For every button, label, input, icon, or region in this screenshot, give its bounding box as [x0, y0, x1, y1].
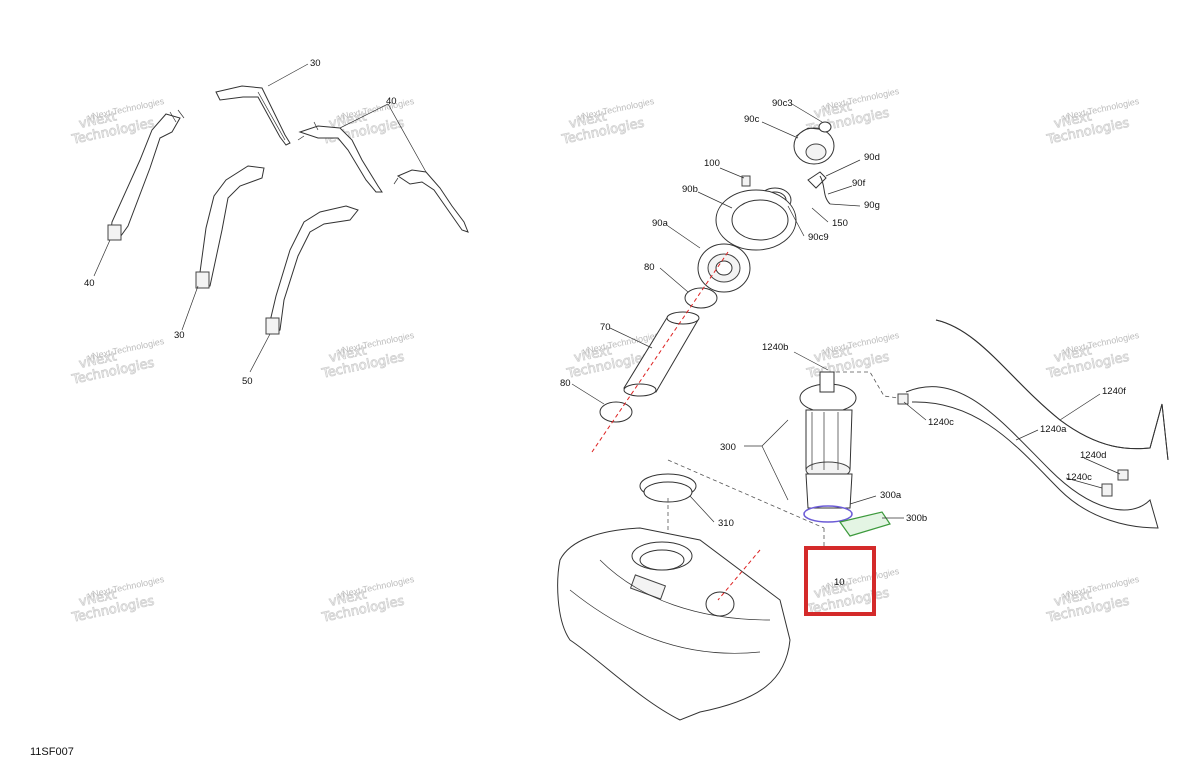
pump-alignment-line [667, 459, 825, 548]
callout-100[interactable]: 100 [704, 158, 720, 169]
diagram-code: 11SF007 [30, 746, 74, 758]
callout-90d[interactable]: 90d [864, 152, 880, 163]
callout-80[interactable]: 80 [644, 262, 655, 273]
svg-text:vNext Technologies: vNext Technologies [337, 330, 416, 356]
callout-300a[interactable]: 300a [880, 490, 902, 501]
callout-40[interactable]: 40 [84, 278, 95, 289]
screw-part-100[interactable] [741, 175, 751, 187]
svg-text:vNext Technologies: vNext Technologies [577, 96, 656, 122]
leader-lines [93, 63, 1121, 523]
callout-50[interactable]: 50 [242, 376, 253, 387]
callout-300b[interactable]: 300b [906, 513, 927, 524]
watermark: vNext Technologies vNext Technologies [804, 566, 900, 618]
highlight-box[interactable] [804, 546, 876, 616]
watermark: vNext Technologies vNext Technologies [319, 330, 416, 382]
strap-part-40-left[interactable] [107, 109, 185, 241]
watermark: vNext Technologies vNext Technologies [69, 574, 166, 626]
callout-1240c[interactable]: 1240c [1066, 472, 1092, 483]
callout-80[interactable]: 80 [560, 378, 571, 389]
clamp-part-80-lower[interactable] [599, 401, 633, 423]
connector-part-1240c-lower[interactable] [1101, 483, 1113, 497]
svg-text:vNext Technologies: vNext Technologies [87, 96, 166, 122]
callout-90a[interactable]: 90a [652, 218, 669, 229]
axis-line-tank [717, 549, 761, 601]
callout-90b[interactable]: 90b [682, 184, 698, 195]
callout-1240b[interactable]: 1240b [762, 342, 788, 353]
connector-part-1240c-upper[interactable] [897, 393, 909, 405]
callout-labels: 30 40 40 30 50 90c3 90c 90d 100 90f 90b … [84, 58, 1126, 588]
strap-part-30-upper[interactable] [215, 85, 291, 146]
sensor-part-300a[interactable] [803, 505, 853, 523]
strap-part-30-lower[interactable] [195, 165, 265, 289]
callout-90c3[interactable]: 90c3 [772, 98, 793, 109]
svg-text:vNext Technologies: vNext Technologies [87, 574, 166, 600]
strap-part-40-right[interactable] [393, 169, 469, 233]
hose-part-1240a[interactable] [905, 386, 1159, 529]
gasket-part-310[interactable] [639, 473, 697, 503]
hose-route-line [836, 371, 899, 399]
watermark: vNext Technologies vNext Technologies [69, 336, 166, 388]
fuel-tank-part[interactable] [557, 527, 791, 721]
fitting-part-90d[interactable] [807, 171, 831, 205]
callout-30[interactable]: 30 [310, 58, 321, 69]
filler-neck-part-90a[interactable] [697, 243, 751, 293]
cap-part-90c3[interactable] [818, 121, 832, 133]
watermark: vNext Technologies vNext Technologies [804, 330, 901, 382]
callout-30[interactable]: 30 [174, 330, 185, 341]
callout-90g[interactable]: 90g [864, 200, 880, 211]
callout-70[interactable]: 70 [600, 322, 611, 333]
watermark: vNext Technologies vNext Technologies [319, 574, 416, 626]
watermark: vNext Technologies vNext Technologies [1044, 574, 1141, 626]
callout-310[interactable]: 310 [718, 518, 734, 529]
callout-90c9[interactable]: 90c9 [808, 232, 829, 243]
svg-text:vNext Technologies: vNext Technologies [822, 330, 901, 356]
clamp-part-80-upper[interactable] [684, 287, 718, 309]
callout-150[interactable]: 150 [832, 218, 848, 229]
callout-90c[interactable]: 90c [744, 114, 760, 125]
axis-line-filler [591, 251, 729, 453]
svg-text:vNext Technologies: vNext Technologies [337, 574, 416, 600]
watermark: vNext Technologies vNext Technologies [1044, 330, 1141, 382]
watermark: vNext Technologies vNext Technologies [1044, 96, 1141, 148]
strap-part-50[interactable] [265, 205, 359, 335]
svg-text:vNext Technologies: vNext Technologies [87, 336, 166, 362]
callout-1240f[interactable]: 1240f [1102, 386, 1126, 397]
svg-text:vNext Technologies: vNext Technologies [822, 86, 901, 112]
fuel-pump-part-300[interactable] [799, 371, 857, 509]
callout-10[interactable]: 10 [834, 577, 845, 588]
svg-text:vNext Technologies: vNext Technologies [1062, 330, 1141, 356]
connector-part-1240d[interactable] [1117, 469, 1129, 481]
callout-40[interactable]: 40 [386, 96, 397, 107]
flange-part-90b[interactable] [715, 189, 797, 251]
watermark: vNext Technologies vNext Technologies [319, 96, 416, 148]
callout-1240a[interactable]: 1240a [1040, 424, 1067, 435]
svg-text:vNext Technologies: vNext Technologies [1062, 574, 1141, 600]
cap-part-90c[interactable] [793, 127, 835, 165]
svg-text:vNext Technologies: vNext Technologies [1062, 96, 1141, 122]
watermark: vNext Technologies vNext Technologies [559, 96, 656, 148]
callout-1240c[interactable]: 1240c [928, 417, 954, 428]
svg-text:vNext Technologies: vNext Technologies [337, 96, 416, 122]
filter-part-300b[interactable] [838, 511, 891, 537]
callout-300[interactable]: 300 [720, 442, 736, 453]
callout-90f[interactable]: 90f [852, 178, 866, 189]
callout-1240d[interactable]: 1240d [1080, 450, 1106, 461]
